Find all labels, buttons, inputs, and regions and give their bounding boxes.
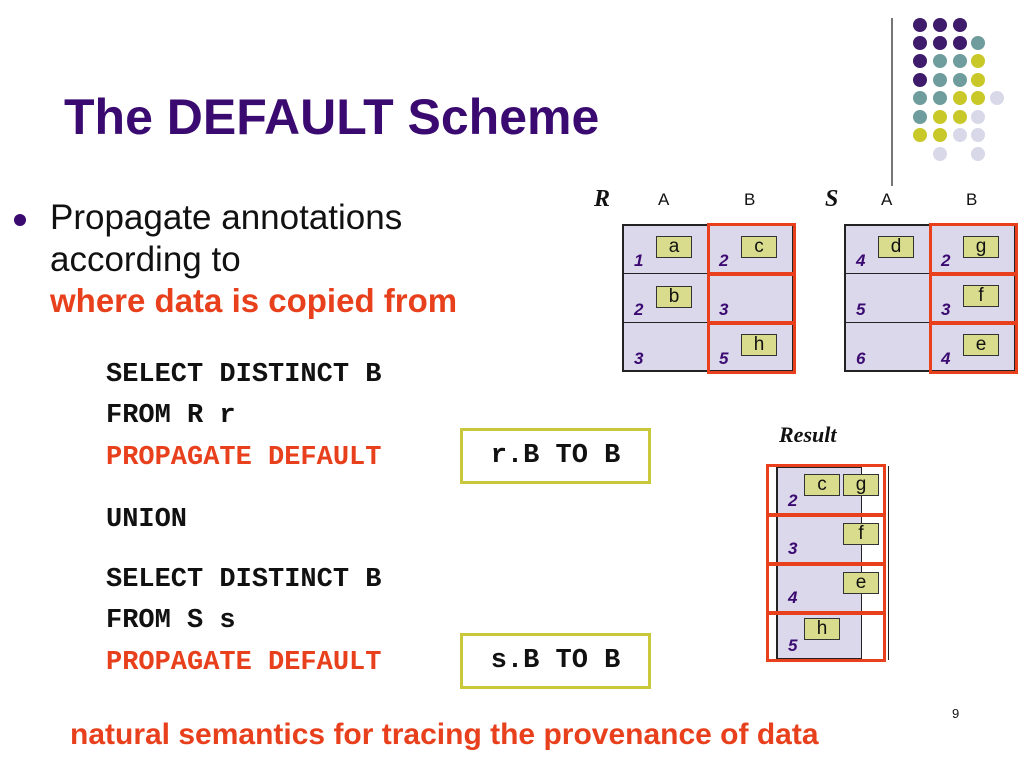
table-s-cell: 4 <box>856 251 866 270</box>
bullet-highlight: where data is copied from <box>50 282 458 319</box>
highlight-box <box>707 223 796 275</box>
table-s-cell: 2 <box>941 251 951 270</box>
deco-dot <box>933 128 947 142</box>
result-cell: 4 <box>788 588 798 607</box>
result-table-edge <box>888 466 889 660</box>
deco-dot <box>913 18 927 32</box>
table-r-name: R <box>594 186 611 212</box>
deco-dot <box>933 91 947 105</box>
page-number: 9 <box>952 706 960 721</box>
annotation-tag: c <box>741 236 777 258</box>
annotation-tag: g <box>963 236 999 258</box>
annotation-tag: f <box>843 523 879 545</box>
annotation-tag: d <box>878 236 914 258</box>
result-cell: 3 <box>788 539 798 558</box>
query1-propagate: PROPAGATE DEFAULT <box>106 443 382 473</box>
table-r-cell: 2 <box>634 300 644 319</box>
highlight-box <box>766 514 886 565</box>
table-s-col-b: B <box>966 190 978 209</box>
deco-dot <box>913 110 927 124</box>
deco-dot <box>953 54 967 68</box>
table-s-cell: 4 <box>941 349 951 368</box>
highlight-box <box>929 273 1018 324</box>
highlight-box <box>929 223 1018 275</box>
deco-dot <box>953 18 967 32</box>
deco-dot <box>953 128 967 142</box>
deco-dot <box>953 91 967 105</box>
deco-dot <box>913 36 927 50</box>
table-r-cell: 1 <box>634 251 644 270</box>
table-r-cell: 3 <box>719 300 729 319</box>
union-keyword: UNION <box>106 505 188 535</box>
highlight-box <box>766 563 886 614</box>
table-r-cell: 3 <box>634 349 644 368</box>
deco-dot <box>953 36 967 50</box>
table-r-col-b: B <box>744 190 756 209</box>
deco-dot <box>933 54 947 68</box>
deco-dot <box>933 73 947 87</box>
result-table-name: Result <box>779 422 837 447</box>
deco-dot <box>953 110 967 124</box>
highlight-box <box>929 322 1018 374</box>
deco-dot <box>933 18 947 32</box>
highlight-box <box>707 322 796 374</box>
slide-title: The DEFAULT Scheme <box>64 89 600 145</box>
annotation-tag: h <box>741 334 777 356</box>
annotation-tag: f <box>963 285 999 307</box>
table-s-name: S <box>825 186 839 212</box>
deco-dot <box>953 73 967 87</box>
highlight-box <box>707 273 796 324</box>
deco-dot <box>913 128 927 142</box>
deco-dot <box>971 73 985 87</box>
annotation-tag: a <box>656 236 692 258</box>
deco-dot <box>933 110 947 124</box>
deco-dot <box>913 91 927 105</box>
annotation-tag: b <box>656 286 692 308</box>
deco-dot <box>933 147 947 161</box>
annotation-tag: e <box>843 572 879 594</box>
bullet-line-1: Propagate annotations <box>50 198 403 237</box>
deco-dot <box>990 91 1004 105</box>
query2-select: SELECT DISTINCT B <box>106 565 382 595</box>
result-cell: 5 <box>788 636 798 655</box>
footer-text: natural semantics for tracing the proven… <box>70 718 819 751</box>
deco-dot <box>933 36 947 50</box>
highlight-box <box>766 612 886 662</box>
highlight-box <box>766 464 886 516</box>
query1-from: FROM R r <box>106 401 236 431</box>
deco-dot <box>971 91 985 105</box>
result-cell: 2 <box>788 491 798 510</box>
query2-clause-box: s.B TO B <box>460 633 651 689</box>
deco-dot <box>971 147 985 161</box>
query2-from: FROM S s <box>106 606 236 636</box>
table-s-cell: 6 <box>856 349 866 368</box>
annotation-tag: c <box>804 474 840 496</box>
table-s-col-a: A <box>881 190 893 209</box>
query1-clause-box: r.B TO B <box>460 428 651 484</box>
decorative-divider <box>891 18 893 186</box>
annotation-tag: h <box>804 618 840 640</box>
deco-dot <box>913 54 927 68</box>
deco-dot <box>971 54 985 68</box>
deco-dot <box>913 73 927 87</box>
table-r-cell: 2 <box>719 251 729 270</box>
bullet-marker <box>14 214 26 226</box>
table-s-cell: 3 <box>941 300 951 319</box>
query2-propagate: PROPAGATE DEFAULT <box>106 648 382 678</box>
deco-dot <box>971 36 985 50</box>
query1-select: SELECT DISTINCT B <box>106 360 382 390</box>
annotation-tag: g <box>843 474 879 496</box>
deco-dot <box>971 128 985 142</box>
table-r-cell: 5 <box>719 349 729 368</box>
bullet-line-2: according to <box>50 240 241 279</box>
table-r-col-a: A <box>658 190 670 209</box>
annotation-tag: e <box>963 334 999 356</box>
deco-dot <box>971 110 985 124</box>
table-s-cell: 5 <box>856 300 866 319</box>
